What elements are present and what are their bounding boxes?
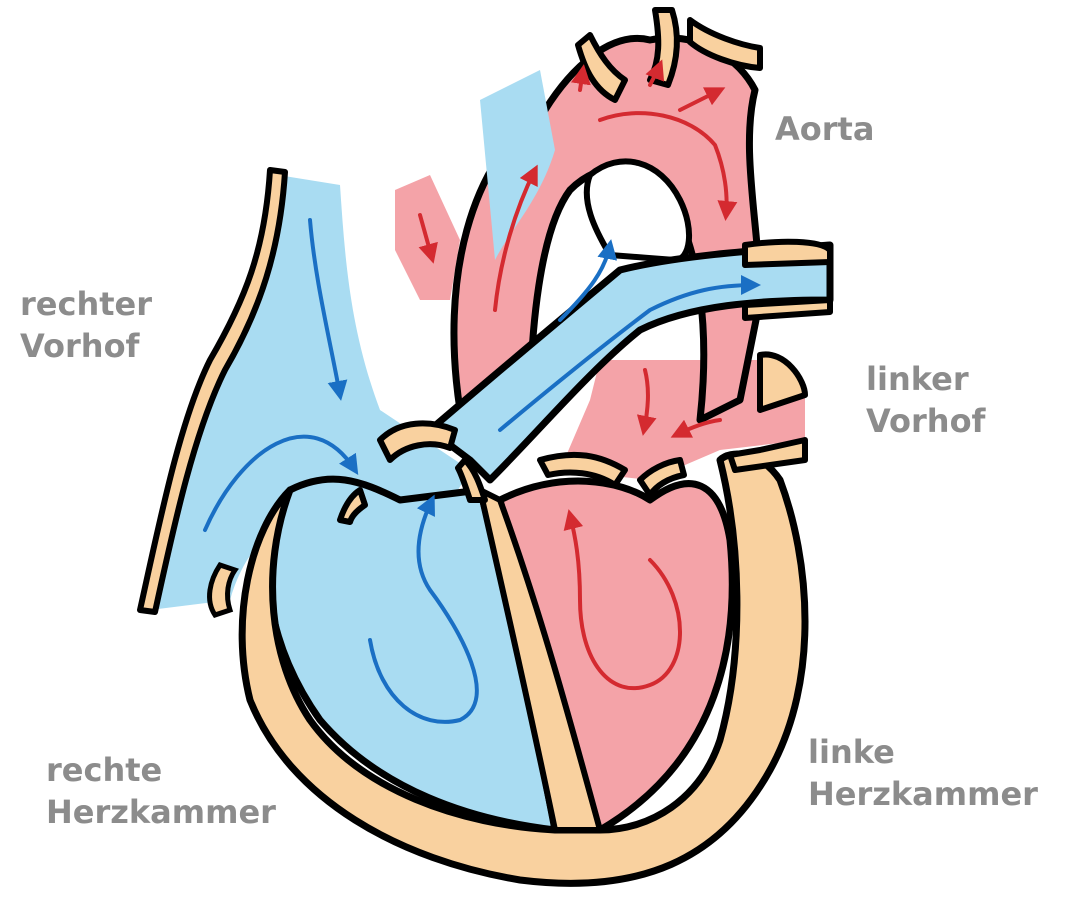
- label-aorta-line-1: Aorta: [775, 108, 874, 150]
- label-aorta: Aorta: [775, 108, 874, 150]
- label-rechte-herzkammer-line-1: rechte: [46, 749, 276, 791]
- label-rechter-vorhof-line-1: rechter: [20, 283, 152, 325]
- label-linke-herzkammer-line-2: Herzkammer: [808, 773, 1038, 815]
- label-linker-vorhof-line-2: Vorhof: [866, 400, 985, 442]
- label-linke-herzkammer-line-1: linke: [808, 731, 1038, 773]
- label-rechte-herzkammer: rechte Herzkammer: [46, 749, 276, 833]
- label-linker-vorhof: linker Vorhof: [866, 358, 985, 442]
- label-linke-herzkammer: linke Herzkammer: [808, 731, 1038, 815]
- label-rechter-vorhof: rechter Vorhof: [20, 283, 152, 367]
- label-rechte-herzkammer-line-2: Herzkammer: [46, 791, 276, 833]
- label-linker-vorhof-line-1: linker: [866, 358, 985, 400]
- label-rechter-vorhof-line-2: Vorhof: [20, 325, 152, 367]
